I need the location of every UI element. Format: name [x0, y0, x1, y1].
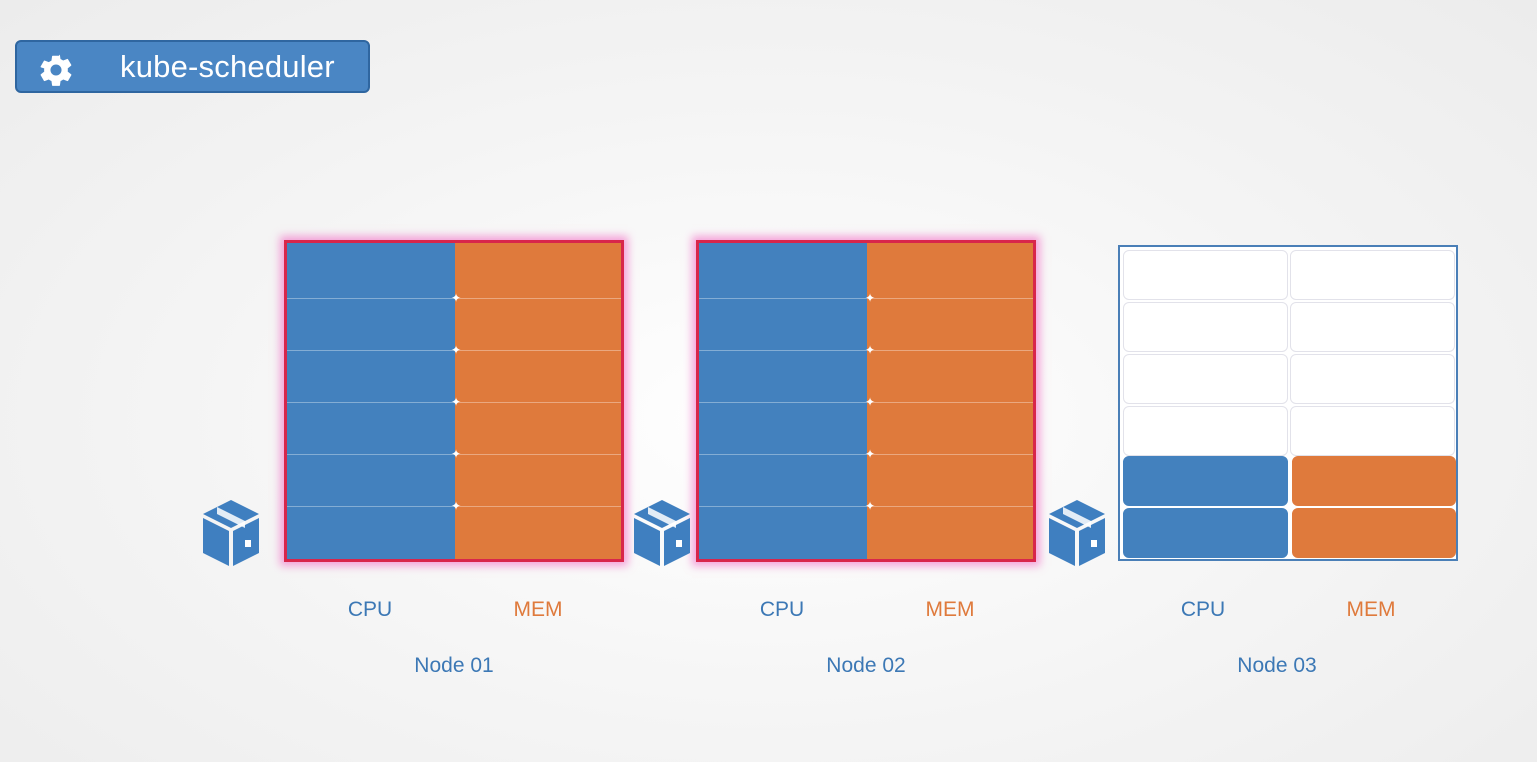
gear-icon	[40, 54, 72, 86]
node-01-cpu-label: CPU	[347, 598, 393, 621]
node-03-mem-used-slot	[1292, 456, 1456, 506]
node-02-mem-column	[867, 243, 1033, 559]
node-02-cpu-label: CPU	[759, 598, 805, 621]
node-03-resource-grid	[1118, 245, 1458, 561]
node-03-cpu-used-slot	[1123, 456, 1288, 506]
node-02-name: Node 02	[826, 654, 906, 677]
node-03	[1118, 240, 1458, 562]
node-03-cpu-label: CPU	[1180, 598, 1226, 621]
node-02-mem-label: MEM	[925, 598, 975, 621]
scheduler-title: kube-scheduler	[120, 49, 335, 84]
node-02: ✦ ✦ ✦ ✦ ✦	[696, 240, 1036, 562]
pod-box-icon	[203, 500, 259, 566]
node-01-mem-column	[455, 243, 621, 559]
node-03-mem-used-slot	[1292, 508, 1456, 558]
node-03-name: Node 03	[1237, 654, 1317, 677]
pod-box-icon	[634, 500, 690, 566]
node-01-mem-label: MEM	[513, 598, 563, 621]
node-02-cpu-column	[699, 243, 867, 559]
kube-scheduler-badge: kube-scheduler	[15, 40, 370, 93]
pod-box-icon	[1049, 500, 1105, 566]
node-03-cpu-used-slot	[1123, 508, 1288, 558]
node-01-resource-grid: ✦ ✦ ✦ ✦ ✦	[284, 240, 624, 562]
node-01: ✦ ✦ ✦ ✦ ✦	[284, 240, 624, 562]
node-03-mem-label: MEM	[1346, 598, 1396, 621]
node-02-resource-grid: ✦ ✦ ✦ ✦ ✦	[696, 240, 1036, 562]
node-01-cpu-column	[287, 243, 455, 559]
node-01-name: Node 01	[414, 654, 494, 677]
